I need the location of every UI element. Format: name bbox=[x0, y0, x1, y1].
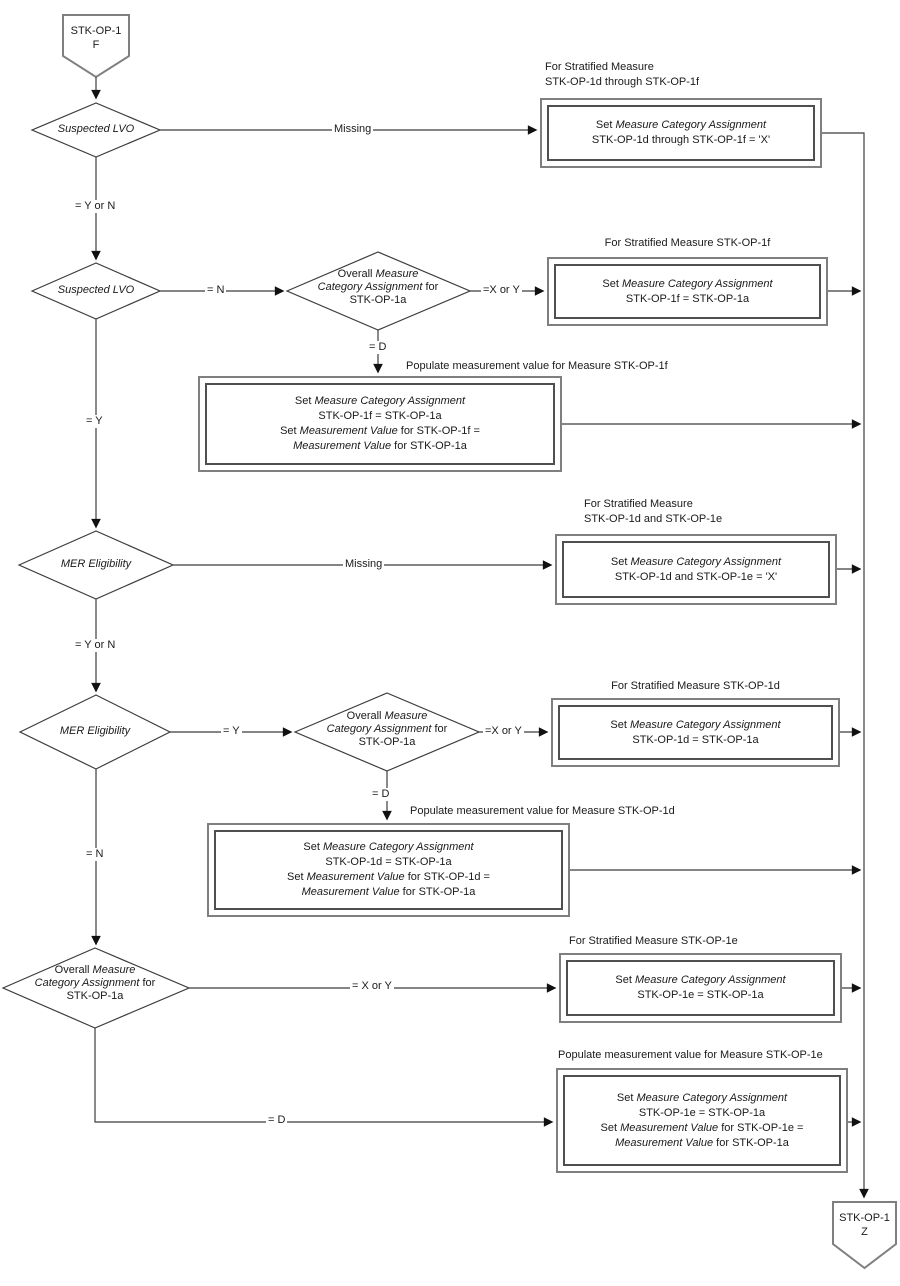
process-set-mca-1f: Set Measure Category Assignment STK-OP-1… bbox=[547, 257, 828, 326]
decision-overall-mca-3-shape bbox=[1, 947, 191, 1029]
annotation-stratified-1d-1e: For Stratified Measure STK-OP-1d and STK… bbox=[584, 498, 723, 525]
edge-trunk-to-end bbox=[822, 132, 869, 1199]
annotation-stratified-1d-1f: For Stratified Measure STK-OP-1d through… bbox=[545, 61, 700, 88]
edge-label-x-or-y-3: = X or Y bbox=[350, 980, 394, 993]
annotation-populate-1e: Populate measurement value for Measure S… bbox=[558, 1049, 823, 1061]
process-set-mca-and-value-1e: Set Measure Category Assignment STK-OP-1… bbox=[556, 1068, 848, 1173]
edge-label-d-3: = D bbox=[266, 1114, 288, 1127]
decision-mer-eligibility-1-label: MER Eligibility bbox=[60, 558, 132, 570]
annotation-populate-1f: Populate measurement value for Measure S… bbox=[406, 360, 668, 372]
decision-suspected-lvo-1-shape bbox=[30, 102, 162, 158]
edge-label-missing-1: Missing bbox=[332, 123, 374, 136]
process-set-mca-1e: Set Measure Category Assignment STK-OP-1… bbox=[559, 953, 842, 1023]
annotation-stratified-1e: For Stratified Measure STK-OP-1e bbox=[569, 935, 738, 947]
process-set-mca-1d: Set Measure Category Assignment STK-OP-1… bbox=[551, 698, 840, 767]
offpage-connector-start-shape bbox=[62, 14, 130, 79]
edge-label-x-or-y-2: =X or Y bbox=[483, 725, 524, 738]
decision-overall-mca-3-label: Overall Measure Category Assignment for … bbox=[34, 964, 156, 1002]
decision-overall-mca-1-label: Overall Measure Category Assignment for … bbox=[317, 268, 439, 306]
decision-overall-mca-2-label: Overall Measure Category Assignment for … bbox=[326, 710, 448, 748]
edge-label-d-2: = D bbox=[370, 788, 392, 801]
edge-label-y-2: = Y bbox=[221, 725, 242, 738]
decision-overall-mca-2-shape bbox=[293, 692, 481, 772]
edge-label-x-or-y-1: =X or Y bbox=[481, 284, 522, 297]
offpage-connector-end-label: STK-OP-1 Z bbox=[839, 1212, 890, 1238]
annotation-stratified-1d: For Stratified Measure STK-OP-1d bbox=[611, 680, 780, 692]
offpage-connector-end-shape bbox=[832, 1201, 897, 1270]
decision-suspected-lvo-2-label: Suspected LVO bbox=[57, 284, 135, 296]
process-set-mca-1d-1f-x: Set Measure Category Assignment STK-OP-1… bbox=[540, 98, 822, 168]
edge-label-n-1: = N bbox=[205, 284, 227, 297]
decision-mer-eligibility-1-shape bbox=[17, 530, 175, 600]
offpage-connector-start-label: STK-OP-1 F bbox=[70, 25, 122, 51]
decision-suspected-lvo-1-label: Suspected LVO bbox=[57, 123, 135, 135]
decision-overall-mca-1-shape bbox=[285, 251, 472, 331]
decision-mer-eligibility-2-shape bbox=[18, 694, 172, 770]
decision-mer-eligibility-2-label: MER Eligibility bbox=[59, 725, 131, 737]
edge-label-n-2: = N bbox=[84, 848, 106, 861]
process-set-mca-and-value-1f: Set Measure Category Assignment STK-OP-1… bbox=[198, 376, 562, 472]
edge-label-missing-2: Missing bbox=[343, 558, 385, 571]
process-set-mca-and-value-1d: Set Measure Category Assignment STK-OP-1… bbox=[207, 823, 570, 917]
decision-suspected-lvo-2-shape bbox=[30, 262, 162, 320]
edge-label-y-1: = Y bbox=[84, 415, 105, 428]
edge-d7-to-b8 bbox=[94, 1028, 554, 1127]
process-set-mca-1d-1e-x: Set Measure Category Assignment STK-OP-1… bbox=[555, 534, 837, 605]
edge-label-y-or-n-1: = Y or N bbox=[73, 200, 118, 213]
edge-label-d-1: = D bbox=[367, 341, 389, 354]
annotation-stratified-1f: For Stratified Measure STK-OP-1f bbox=[604, 237, 771, 249]
edge-label-y-or-n-2: = Y or N bbox=[73, 639, 118, 652]
annotation-populate-1d: Populate measurement value for Measure S… bbox=[410, 805, 675, 817]
